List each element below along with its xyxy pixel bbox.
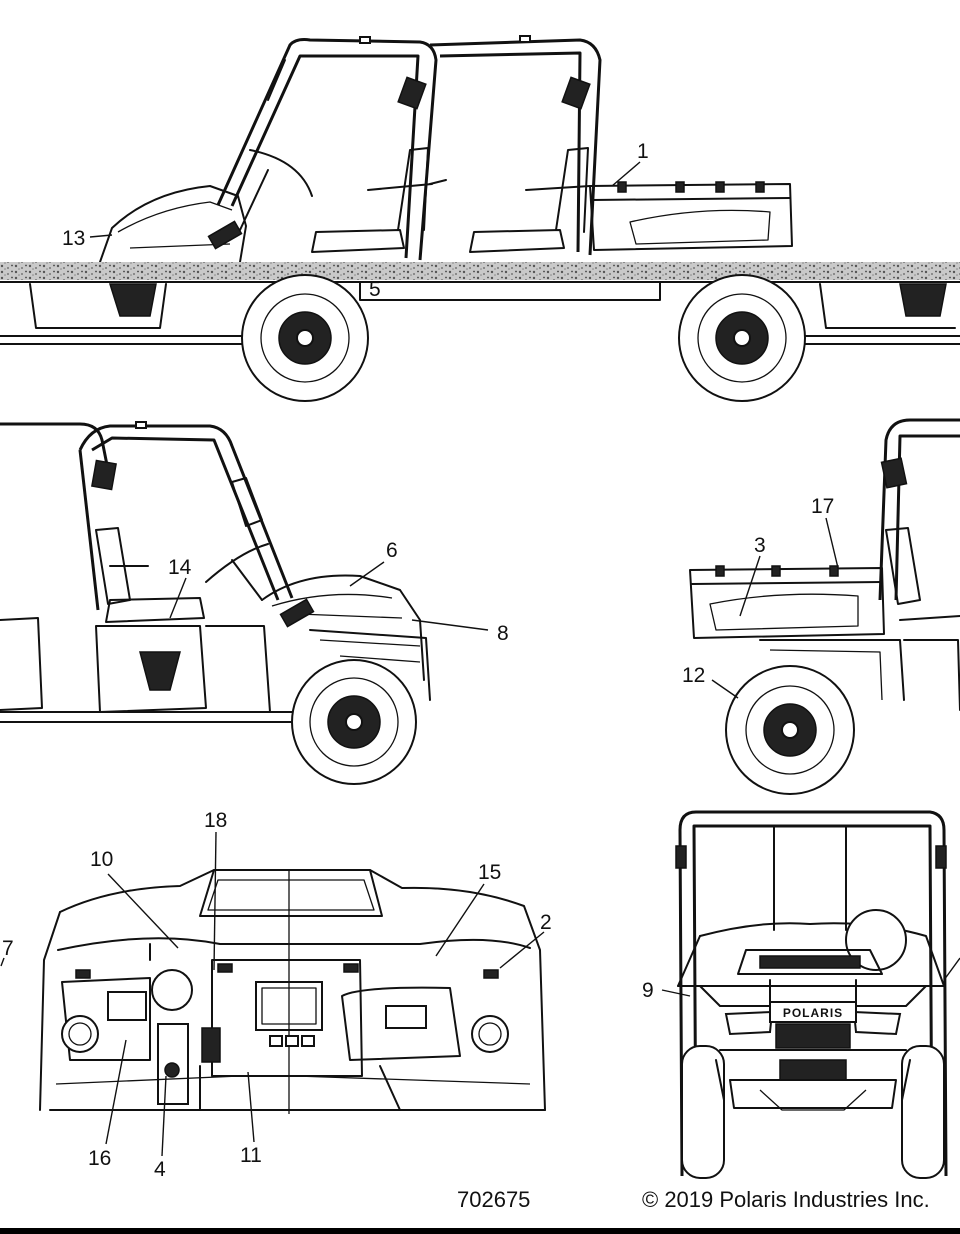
callout-17: 17: [811, 495, 834, 518]
chassis: [0, 281, 960, 345]
callout-16: 16: [88, 1147, 111, 1170]
dashboard-view: 10 18 15 2 7 16 4 11: [0, 809, 552, 1181]
callout-4: 4: [154, 1158, 166, 1181]
copyright-notice: © 2019 Polaris Industries Inc.: [642, 1187, 930, 1212]
callout-12: 12: [682, 664, 705, 687]
callout-9: 9: [642, 979, 654, 1002]
rear-cargo-view: 17 3 12: [682, 418, 960, 795]
cargo-box: [589, 181, 793, 251]
brand-badge: [769, 1001, 857, 1023]
callout-10: 10: [90, 848, 113, 871]
callout-5: 5: [369, 278, 381, 301]
callout-13: 13: [62, 227, 85, 250]
brand-badge-text: POLARIS: [783, 1006, 843, 1020]
callout-11: 11: [240, 1144, 262, 1167]
callout-15: 15: [478, 861, 501, 884]
callout-7: 7: [2, 937, 14, 960]
seats: [311, 147, 591, 253]
callout-14: 14: [168, 556, 192, 579]
rops-frame: [216, 35, 602, 261]
shock-absorber: [397, 76, 591, 110]
callout-2: 2: [540, 911, 552, 934]
left-side-view: 14 6 8: [0, 421, 509, 785]
full-side-view: 1 13 5: [0, 35, 960, 402]
ground-strip: [0, 262, 960, 280]
callout-18: 18: [204, 809, 227, 832]
front-wheel-a: [678, 274, 806, 402]
callout-1: 1: [637, 140, 649, 163]
callout-8: 8: [497, 622, 509, 645]
part-number: 702675: [457, 1187, 530, 1212]
front-hood: [99, 149, 313, 263]
bottom-border-bar: [0, 1228, 960, 1234]
callout-3: 3: [754, 534, 766, 557]
rear-wheel-b: [725, 665, 855, 795]
front-wheel-b: [291, 659, 417, 785]
callout-6: 6: [386, 539, 398, 562]
rear-wheel: [241, 274, 369, 402]
front-view: POLARIS 9: [642, 810, 960, 1179]
